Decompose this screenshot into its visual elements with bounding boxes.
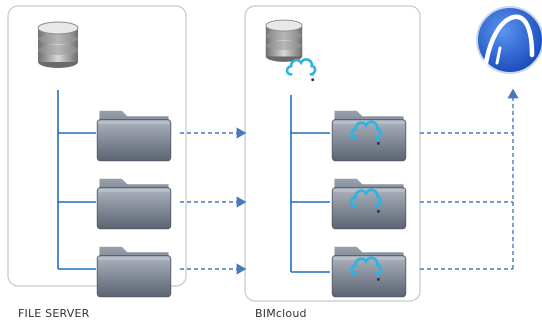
client-arrows [420,88,519,270]
cloud-folder-icon [331,178,407,230]
cloud-folder-icon [331,246,407,298]
bimcloud-tree [290,95,330,273]
bimcloud-label: BIMcloud [255,307,307,320]
archicad-logo-icon [476,6,542,74]
file-server-label: FILE SERVER [18,307,90,320]
folder-icon [96,178,172,230]
database-icon [37,21,79,69]
folder-icon [96,110,172,162]
folder-icon [96,246,172,298]
migration-arrows [180,127,247,275]
cloud-folder-icon [331,110,407,162]
file-server-tree [57,90,96,270]
